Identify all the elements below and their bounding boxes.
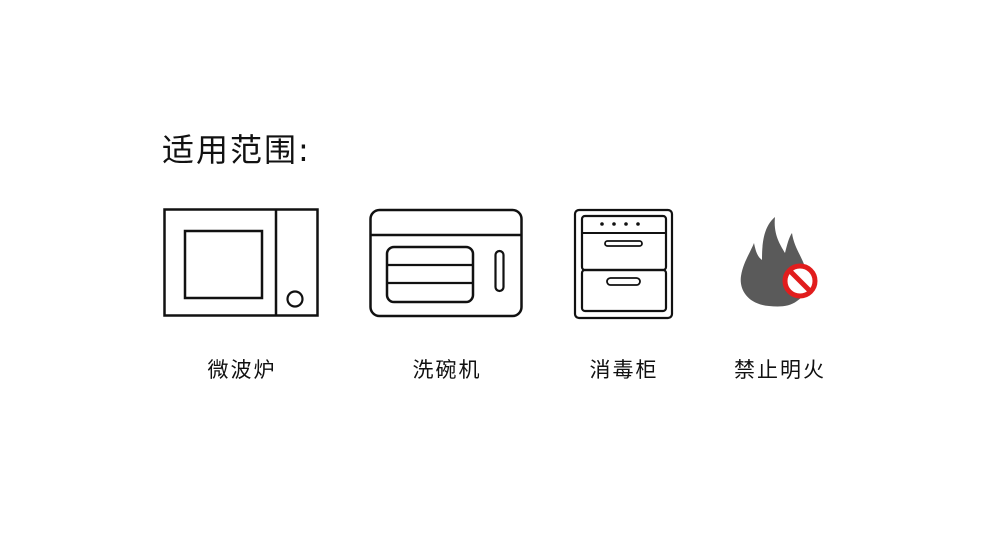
label-microwave: 微波炉 — [207, 358, 277, 382]
no-open-flame-icon — [740, 217, 818, 307]
page-title: 适用范围: — [162, 131, 311, 169]
sterilizer-cabinet-icon — [573, 208, 674, 320]
label-sterilizer-cabinet: 消毒柜 — [589, 358, 659, 382]
label-no-open-flame: 禁止明火 — [734, 358, 826, 382]
label-dishwasher: 洗碗机 — [412, 358, 482, 382]
microwave-icon — [163, 208, 319, 317]
dishwasher-icon — [369, 208, 523, 318]
